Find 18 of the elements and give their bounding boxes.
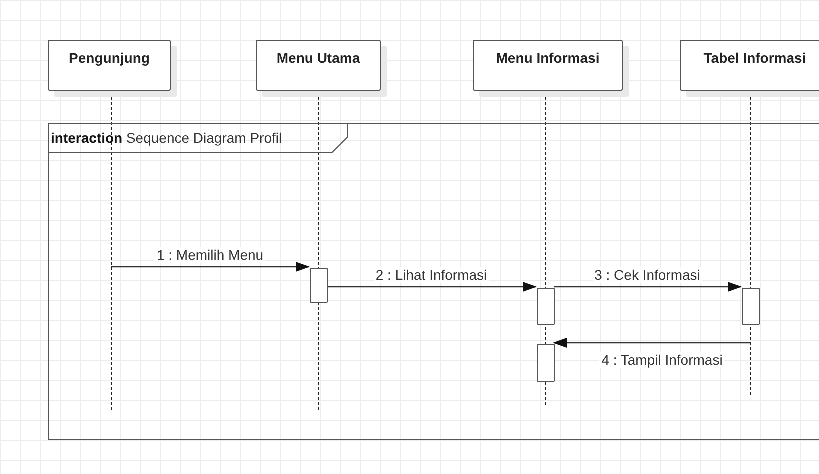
activation-bar	[310, 268, 328, 303]
lifeline-name: Menu Informasi	[496, 50, 600, 67]
message-label: 3 : Cek Informasi	[592, 267, 702, 283]
message-label: 2 : Lihat Informasi	[374, 267, 490, 283]
activation-bar	[537, 288, 555, 325]
lifeline-name: Pengunjung	[69, 50, 150, 67]
message-arrow	[554, 282, 742, 292]
message-arrow	[112, 262, 310, 272]
message-arrow	[553, 338, 750, 348]
lifeline-name: Tabel Informasi	[704, 50, 806, 67]
activation-bar	[742, 288, 760, 325]
message-label: 4 : Tampil Informasi	[600, 352, 725, 368]
interaction-frame	[48, 123, 819, 440]
message-arrow	[327, 282, 537, 292]
activation-bar	[537, 344, 555, 382]
lifeline-name: Menu Utama	[276, 50, 360, 67]
message-label: 1 : Memilih Menu	[154, 247, 266, 263]
frame-title: interaction Sequence Diagram Profil	[51, 130, 282, 146]
